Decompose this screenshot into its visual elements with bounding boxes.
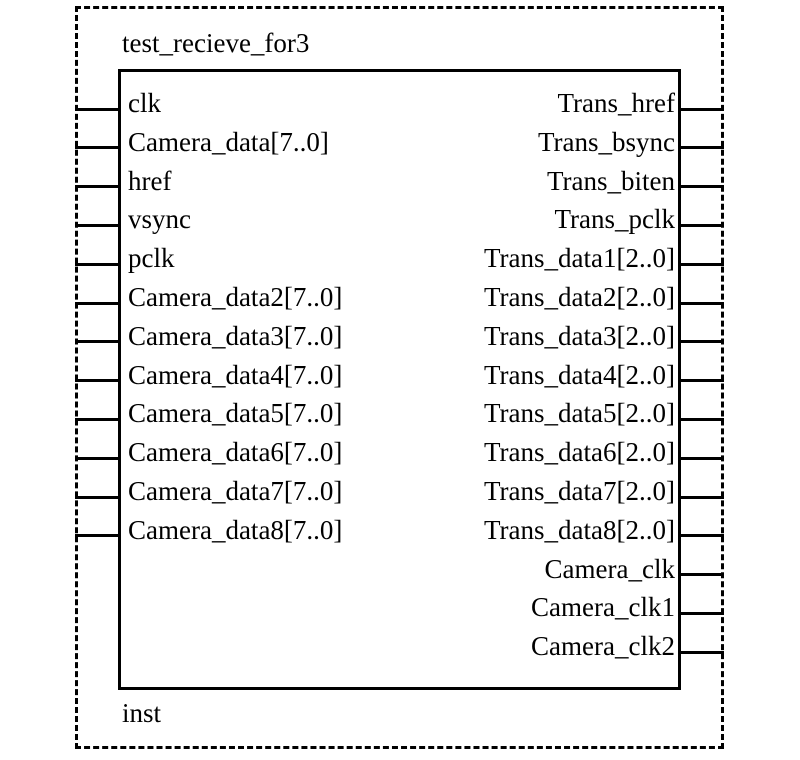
pin-wire-Trans_data820[interactable] bbox=[678, 534, 724, 538]
pin-wire-Trans_pclk[interactable] bbox=[678, 223, 724, 227]
output-pin-label-Trans_data320: Trans_data3[2..0] bbox=[484, 320, 675, 351]
output-pin-label-Camera_clk1: Camera_clk1 bbox=[531, 592, 675, 623]
pin-wire-Trans_data220[interactable] bbox=[678, 301, 724, 305]
pin-wire-Trans_biten[interactable] bbox=[678, 185, 724, 189]
pin-wire-Trans_href[interactable] bbox=[678, 107, 724, 111]
output-pin-label-Trans_biten: Trans_biten bbox=[546, 165, 675, 196]
pin-wire-Camera_data770[interactable] bbox=[75, 495, 121, 499]
input-pin-label-Camera_data670: Camera_data6[7..0] bbox=[128, 437, 343, 468]
input-pin-label-Camera_data570: Camera_data5[7..0] bbox=[128, 398, 343, 429]
pin-wire-Camera_data70[interactable] bbox=[75, 146, 121, 150]
instance-label: inst bbox=[122, 698, 162, 728]
pin-wire-Camera_data270[interactable] bbox=[75, 301, 121, 305]
output-pin-label-Trans_data820: Trans_data8[2..0] bbox=[484, 514, 675, 545]
pin-wire-Camera_data870[interactable] bbox=[75, 534, 121, 538]
pin-wire-Trans_bsync[interactable] bbox=[678, 146, 724, 150]
pin-wire-Camera_clk1[interactable] bbox=[678, 611, 724, 615]
output-pin-label-Trans_data720: Trans_data7[2..0] bbox=[484, 476, 675, 506]
pin-wire-Trans_data320[interactable] bbox=[678, 340, 724, 344]
pin-wire-pclk[interactable] bbox=[75, 262, 121, 266]
input-pin-label-href: href bbox=[128, 165, 172, 196]
pin-wire-Trans_data620[interactable] bbox=[678, 456, 724, 460]
input-pin-label-Camera_data870: Camera_data8[7..0] bbox=[128, 514, 343, 545]
output-pin-label-Trans_href: Trans_href bbox=[557, 88, 676, 118]
pin-wire-Camera_data570[interactable] bbox=[75, 417, 121, 421]
output-pin-label-Trans_data120: Trans_data1[2..0] bbox=[484, 243, 675, 274]
pin-wire-Trans_data420[interactable] bbox=[678, 379, 724, 383]
output-pin-label-Trans_bsync: Trans_bsync bbox=[537, 126, 675, 157]
pin-wire-Camera_data670[interactable] bbox=[75, 456, 121, 460]
pin-wire-href[interactable] bbox=[75, 185, 121, 189]
pin-wire-Camera_clk2[interactable] bbox=[678, 650, 724, 654]
input-pin-label-pclk: pclk bbox=[128, 243, 175, 274]
output-pin-label-Trans_data420: Trans_data4[2..0] bbox=[484, 359, 675, 390]
input-pin-label-Camera_data770: Camera_data7[7..0] bbox=[128, 476, 343, 506]
input-pin-label-Camera_data270: Camera_data2[7..0] bbox=[128, 282, 343, 312]
pin-wire-Camera_clk[interactable] bbox=[678, 573, 724, 577]
input-pin-label-Camera_data470: Camera_data4[7..0] bbox=[128, 359, 343, 390]
output-pin-label-Trans_data520: Trans_data5[2..0] bbox=[484, 398, 675, 429]
pin-wire-vsync[interactable] bbox=[75, 223, 121, 227]
output-pin-label-Camera_clk2: Camera_clk2 bbox=[531, 631, 675, 662]
output-pin-label-Camera_clk: Camera_clk bbox=[544, 553, 675, 584]
block-title: test_recieve_for3 bbox=[122, 28, 310, 58]
selection-dashed-frame bbox=[75, 6, 724, 749]
pin-wire-Trans_data120[interactable] bbox=[678, 262, 724, 266]
input-pin-label-vsync: vsync bbox=[128, 204, 191, 235]
pin-wire-Camera_data470[interactable] bbox=[75, 379, 121, 383]
output-pin-label-Trans_pclk: Trans_pclk bbox=[554, 204, 675, 235]
input-pin-label-Camera_data70: Camera_data[7..0] bbox=[128, 126, 329, 157]
output-pin-label-Trans_data220: Trans_data2[2..0] bbox=[484, 282, 675, 312]
pin-wire-clk[interactable] bbox=[75, 107, 121, 111]
output-pin-label-Trans_data620: Trans_data6[2..0] bbox=[484, 437, 675, 468]
input-pin-label-Camera_data370: Camera_data3[7..0] bbox=[128, 320, 343, 351]
pin-wire-Trans_data720[interactable] bbox=[678, 495, 724, 499]
input-pin-label-clk: clk bbox=[128, 88, 161, 118]
pin-wire-Camera_data370[interactable] bbox=[75, 340, 121, 344]
pin-wire-Trans_data520[interactable] bbox=[678, 417, 724, 421]
